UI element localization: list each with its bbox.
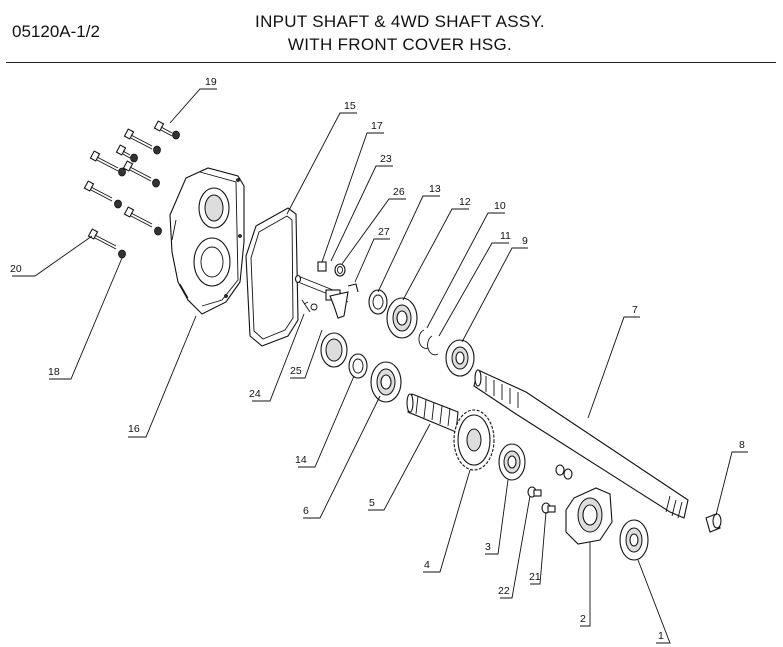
callout-8: 8	[739, 439, 745, 451]
gasket	[245, 207, 299, 347]
callout-24: 24	[249, 388, 261, 400]
hardware-21-22	[527, 464, 573, 514]
bolt-row-4	[122, 160, 160, 188]
bolt-19	[153, 120, 180, 140]
needle-bearing-8	[705, 513, 722, 533]
title-line-1: INPUT SHAFT & 4WD SHAFT ASSY.	[255, 12, 545, 31]
bearing-12	[386, 297, 418, 339]
callout-4: 4	[424, 559, 430, 571]
callout-19: 19	[205, 76, 217, 88]
callout-18: 18	[48, 366, 60, 378]
callout-13: 13	[429, 183, 441, 195]
bearing-3	[498, 443, 526, 481]
input-shaft	[473, 369, 689, 519]
callout-14: 14	[295, 454, 307, 466]
bolt-row-2	[115, 144, 138, 163]
bolt-row-6	[123, 206, 162, 236]
oil-seal-25	[320, 332, 348, 368]
ring-14	[348, 353, 368, 379]
callout-12: 12	[459, 196, 471, 208]
4wd-shaft	[406, 393, 459, 433]
gear-4	[453, 409, 495, 471]
callout-20: 20	[10, 263, 22, 275]
front-cover-housing	[169, 167, 245, 315]
bolt-row-3	[89, 150, 126, 177]
bearing-6	[370, 361, 402, 403]
header-rule	[6, 62, 776, 63]
callout-15: 15	[344, 100, 356, 112]
callout-23: 23	[380, 153, 392, 165]
callout-3: 3	[485, 541, 491, 553]
snap-ring-10	[418, 329, 429, 349]
bolt-set	[83, 120, 180, 259]
bearing-1	[619, 519, 649, 561]
drawing-code: 05120A-1/2	[12, 22, 100, 41]
callout-labels: 19 20 18 16 15 17 23 26 27 13 12 10 11 9…	[10, 76, 745, 642]
callout-9: 9	[522, 235, 528, 247]
callout-7: 7	[632, 304, 638, 316]
callout-17: 17	[371, 120, 383, 132]
callout-25: 25	[290, 365, 302, 377]
shift-assembly	[294, 261, 359, 319]
bolt-20	[87, 228, 126, 259]
callout-16: 16	[128, 423, 140, 435]
bearing-retainer-2	[565, 487, 613, 545]
leader-lines	[12, 88, 748, 644]
bearing-13-seal	[368, 289, 388, 315]
callout-10: 10	[494, 200, 506, 212]
snap-ring-11	[427, 335, 439, 356]
callout-2: 2	[580, 613, 586, 625]
callout-27: 27	[378, 226, 390, 238]
bolt-row-5	[83, 180, 122, 209]
callout-5: 5	[369, 497, 375, 509]
callout-11: 11	[500, 230, 511, 242]
title-line-2: WITH FRONT COVER HSG.	[287, 35, 513, 54]
bolt-row-1	[123, 128, 161, 155]
bearing-9	[445, 339, 475, 377]
callout-26: 26	[393, 186, 405, 198]
callout-22: 22	[498, 585, 510, 597]
callout-1: 1	[658, 630, 664, 642]
callout-21: 21	[529, 571, 541, 583]
callout-6: 6	[303, 505, 309, 517]
